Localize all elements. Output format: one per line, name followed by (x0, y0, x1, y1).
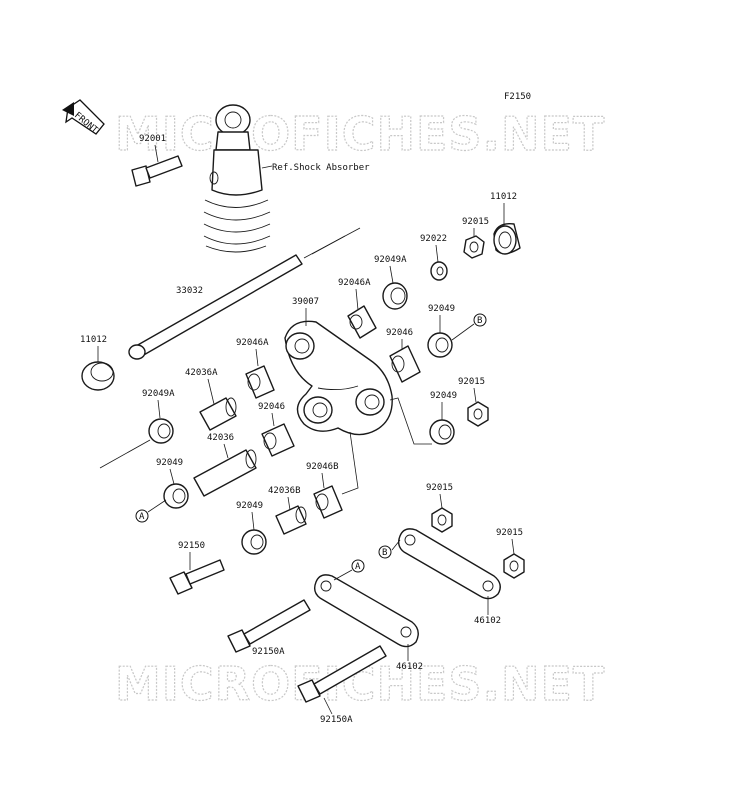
label-92046a-top: 92046A (338, 278, 371, 288)
label-92046b: 92046B (306, 462, 339, 472)
cap-11012-left (81, 361, 115, 391)
label-92015-low: 92015 (426, 483, 453, 493)
shaft-33032 (128, 227, 361, 360)
watermark-top: MICROFICHES.NET (115, 107, 605, 161)
label-92046-left: 92046 (258, 402, 285, 412)
label-92049-left: 92049 (156, 458, 183, 468)
front-arrow-icon: FRONT (62, 99, 105, 136)
callout-b-low: B (378, 545, 392, 559)
label-92015-top: 92015 (462, 217, 489, 227)
label-92015-mid: 92015 (458, 377, 485, 387)
label-92049a-left: 92049A (142, 389, 175, 399)
callout-a-low: A (351, 559, 365, 573)
label-33032: 33032 (176, 286, 203, 296)
label-42036b: 42036B (268, 486, 301, 496)
bolt-92001 (131, 155, 183, 187)
bolt-92150a-top (227, 599, 311, 653)
label-92049-mid: 92049 (430, 391, 457, 401)
seal-92049-mid (429, 419, 455, 445)
nut-92015-top (463, 235, 485, 259)
nut-92015-low2 (503, 553, 525, 579)
rocker-arm-39007 (284, 320, 393, 436)
bearing-92046a-left (245, 365, 275, 399)
nut-92015-mid (467, 401, 489, 427)
callout-b-right: B (473, 313, 487, 327)
ref-shock-note: Ref.Shock Absorber (272, 163, 370, 173)
shock-absorber (203, 104, 273, 253)
label-92046-mid: 92046 (386, 328, 413, 338)
figure-code: F2150 (504, 92, 531, 102)
label-92001: 92001 (139, 134, 166, 144)
bearing-92046a-top (347, 305, 377, 339)
collar-42036b (275, 505, 307, 535)
label-92049a-top: 92049A (374, 255, 407, 265)
svg-text:A: A (355, 562, 361, 572)
collar-42036 (193, 449, 257, 497)
washer-92022 (430, 261, 448, 281)
bearing-92046b (313, 485, 343, 519)
label-92150a-top: 92150A (252, 647, 285, 657)
svg-text:B: B (477, 316, 482, 326)
label-92046a-left: 92046A (236, 338, 269, 348)
label-11012-left: 11012 (80, 335, 107, 345)
link-46102-right (397, 528, 501, 600)
label-11012-right: 11012 (490, 192, 517, 202)
label-92015-low2: 92015 (496, 528, 523, 538)
label-46102-right: 46102 (474, 616, 501, 626)
bolt-92150 (169, 559, 225, 595)
link-46102-left (313, 574, 419, 648)
bolt-92150a-bot (297, 645, 387, 703)
callout-a-left: A (135, 509, 149, 523)
label-39007: 39007 (292, 297, 319, 307)
label-42036: 42036 (207, 433, 234, 443)
label-42036a: 42036A (185, 368, 218, 378)
label-92150: 92150 (178, 541, 205, 551)
cap-11012-right (493, 223, 521, 255)
svg-text:B: B (382, 548, 387, 558)
seal-92049-low (241, 529, 267, 555)
seal-92049a-left (99, 418, 174, 469)
bearing-92046-left (261, 423, 295, 457)
label-92150a-bot: 92150A (320, 715, 353, 725)
label-92049-low: 92049 (236, 501, 263, 511)
label-46102-left: 46102 (396, 662, 423, 672)
label-92049-right: 92049 (428, 304, 455, 314)
nut-92015-low (431, 507, 453, 533)
seal-92049-right (427, 332, 453, 358)
label-92022: 92022 (420, 234, 447, 244)
bearing-92046-mid (389, 345, 421, 383)
collar-42036a (199, 397, 237, 431)
seal-92049a-top (382, 282, 408, 310)
seal-92049-left (163, 483, 189, 509)
svg-text:A: A (139, 512, 145, 522)
